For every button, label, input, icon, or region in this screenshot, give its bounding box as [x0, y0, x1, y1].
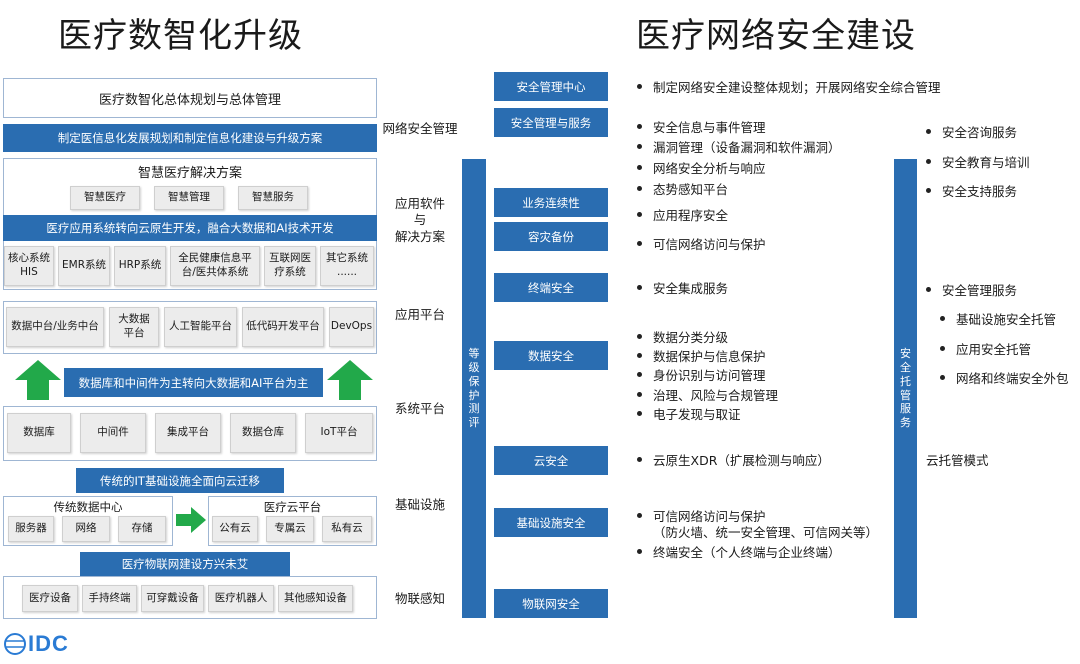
overall-planning-box: 医疗数智化总体规划与总体管理 [3, 78, 377, 118]
private-cloud-box: 私有云 [322, 516, 372, 542]
bullet-integration-service: 安全集成服务 [637, 281, 728, 296]
left-title: 医疗数智化升级 [58, 16, 303, 56]
medical-cloud-title: 医疗云平台 [263, 500, 322, 514]
bullet-situational-awareness: 态势感知平台 [637, 182, 728, 197]
medical-device-box: 医疗设备 [22, 585, 78, 612]
smart-medical-box: 智慧医疗 [70, 186, 140, 210]
endpoint-security-box: 终端安全 [494, 273, 608, 302]
bullet-infra-hosting: 基础设施安全托管 [940, 312, 1056, 327]
bullet-data-classification: 数据分类分级 [637, 330, 728, 345]
label-app-software: 应用软件 与 解决方案 [394, 196, 445, 244]
bullet-trusted-access-infra: 可信网络访问与保护 [637, 509, 766, 524]
bullet-siem: 安全信息与事件管理 [637, 120, 766, 135]
traditional-dc-title: 传统数据中心 [53, 500, 123, 514]
system-box-hrp: HRP系统 [114, 246, 166, 286]
data-warehouse-box: 数据仓库 [230, 413, 296, 453]
bullet-security-analysis: 网络安全分析与响应 [637, 161, 766, 176]
public-cloud-box: 公有云 [212, 516, 258, 542]
database-box: 数据库 [7, 413, 71, 453]
bullet-overall-planning: 制定网络安全建设整体规划；开展网络安全综合管理 [637, 80, 941, 95]
right-title: 医疗网络安全建设 [636, 16, 916, 56]
ai-platform-box: 人工智能平台 [164, 307, 237, 347]
low-code-platform-box: 低代码开发平台 [242, 307, 324, 347]
bullet-app-security: 应用程序安全 [637, 208, 728, 223]
security-mgmt-center-box: 安全管理中心 [494, 72, 608, 101]
other-sensor-box: 其他感知设备 [278, 585, 353, 612]
wearable-device-box: 可穿戴设备 [141, 585, 204, 612]
middleware-box: 中间件 [80, 413, 146, 453]
iot-platform-box: IoT平台 [305, 413, 373, 453]
smart-service-box: 智慧服务 [238, 186, 308, 210]
bullet-app-hosting: 应用安全托管 [940, 342, 1031, 357]
system-box-emr: EMR系统 [58, 246, 110, 286]
business-continuity-box: 业务连续性 [494, 188, 608, 217]
smart-solutions-title: 智慧医疗解决方案 [137, 166, 242, 181]
cloud-native-dev-banner: 医疗应用系统转向云原生开发，融合大数据和AI技术开发 [3, 215, 377, 241]
label-system-platform: 系统平台 [394, 401, 445, 416]
dedicated-cloud-box: 专属云 [266, 516, 314, 542]
up-arrow-left-icon [15, 360, 61, 400]
planning-strategy-banner: 制定医信息化发展规划和制定信息化建设与升级方案 [3, 124, 377, 152]
system-box-internet-hospital: 互联网医疗系统 [264, 246, 316, 286]
cloud-migration-banner: 传统的IT基础设施全面向云迁移 [76, 468, 284, 493]
bullet-consulting: 安全咨询服务 [926, 125, 1017, 140]
system-box-health-platform: 全民健康信息平台/医共体系统 [170, 246, 260, 286]
bullet-iam: 身份识别与访问管理 [637, 368, 766, 383]
infrastructure-security-box: 基础设施安全 [494, 508, 608, 537]
label-network-security-mgmt: 网络安全管理 [382, 121, 458, 136]
bullet-training: 安全教育与培训 [926, 155, 1030, 170]
iot-security-box: 物联网安全 [494, 589, 608, 618]
bullet-managed-service: 安全管理服务 [926, 283, 1017, 298]
security-mgmt-service-box: 安全管理与服务 [494, 108, 608, 137]
big-data-platform-box: 大数据平台 [109, 307, 159, 347]
data-security-box: 数据安全 [494, 341, 608, 370]
managed-security-services-bar: 安全 托管 服务 [894, 159, 917, 618]
server-box: 服务器 [8, 516, 54, 542]
bullet-outsourcing: 网络和终端安全外包 [940, 371, 1069, 386]
network-box: 网络 [62, 516, 110, 542]
cloud-managed-mode-label: 云托管模式 [926, 453, 989, 468]
bullet-vuln-mgmt: 漏洞管理（设备漏洞和软件漏洞） [637, 140, 841, 155]
system-box-other: 其它系统...... [320, 246, 374, 286]
iot-construction-banner: 医疗物联网建设方兴未艾 [80, 552, 290, 576]
label-iot-sensing: 物联感知 [394, 591, 445, 606]
bullet-grc: 治理、风险与合规管理 [637, 388, 778, 403]
storage-box: 存储 [118, 516, 166, 542]
idc-globe-icon [4, 633, 26, 655]
devops-box: DevOps [329, 307, 374, 347]
bullet-ediscovery: 电子发现与取证 [637, 407, 741, 422]
label-app-platform: 应用平台 [394, 307, 445, 322]
data-middle-platform-box: 数据中台/业务中台 [6, 307, 104, 347]
bullet-infra-detail: （防火墙、统一安全管理、可信网关等） [653, 525, 879, 540]
middleware-shift-banner: 数据库和中间件为主转向大数据和AI平台为主 [64, 368, 323, 397]
bullet-trusted-access-dr: 可信网络访问与保护 [637, 237, 766, 252]
bullet-support: 安全支持服务 [926, 184, 1017, 199]
bullet-endpoint-types: 终端安全（个人终端与企业终端） [637, 545, 841, 560]
bullet-data-protection: 数据保护与信息保护 [637, 349, 766, 364]
smart-management-box: 智慧管理 [154, 186, 224, 210]
handheld-terminal-box: 手持终端 [82, 585, 137, 612]
right-arrow-icon [176, 507, 206, 533]
medical-robot-box: 医疗机器人 [208, 585, 274, 612]
cloud-security-box: 云安全 [494, 446, 608, 475]
idc-logo: IDC [4, 631, 69, 657]
label-infrastructure: 基础设施 [394, 497, 445, 512]
bullet-cloud-xdr: 云原生XDR（扩展检测与响应） [637, 453, 830, 468]
up-arrow-right-icon [327, 360, 373, 400]
level-protection-assessment-bar: 等级 保护 测评 [462, 159, 486, 618]
disaster-recovery-box: 容灾备份 [494, 222, 608, 251]
integration-platform-box: 集成平台 [155, 413, 221, 453]
